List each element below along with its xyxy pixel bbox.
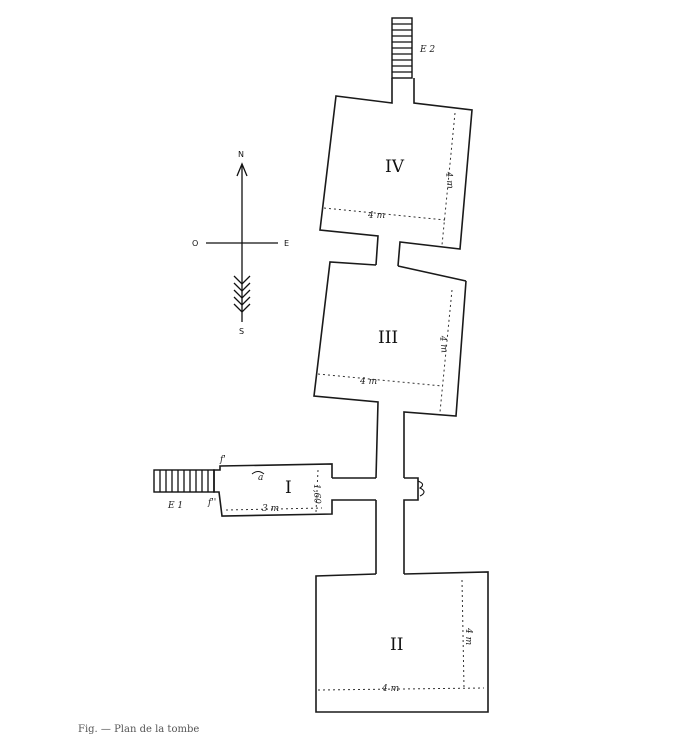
- room-iii-depth-label: 4 m: [437, 334, 449, 353]
- compass-feathers: [233, 275, 251, 313]
- compass-south-label: S: [239, 327, 244, 336]
- central-corridor-wall: [332, 477, 419, 574]
- room-i-label: I: [285, 478, 292, 498]
- west-stair: [153, 469, 215, 493]
- room-ii-width-label: 4 m: [381, 684, 399, 694]
- room-ii-label: II: [390, 635, 403, 655]
- room-i-wall: [213, 463, 376, 517]
- mark-f-upper: f': [219, 455, 226, 465]
- room-iii-label: III: [378, 328, 398, 348]
- room-iii-width-label: 4 m: [359, 377, 377, 387]
- room-iv-label: IV: [385, 157, 405, 177]
- room-i-depth-label: 1,60: [311, 484, 322, 505]
- mark-f-lower: f'': [207, 498, 216, 508]
- room-i-width-label: 3 m: [262, 504, 279, 514]
- east-niche: [417, 480, 425, 497]
- entrance-e2-label: E 2: [419, 45, 435, 55]
- room-ii-depth-label: 4 m: [463, 627, 473, 645]
- compass-east-label: E: [284, 239, 289, 248]
- room-iv-depth-label: 4 m: [443, 170, 455, 189]
- room-ii-wall: [315, 571, 489, 713]
- entrance-e1-label: E 1: [167, 501, 183, 511]
- figure-caption: Fig. — Plan de la tombe: [78, 724, 199, 735]
- compass-north-label: N: [238, 150, 244, 159]
- north-stair: [391, 17, 413, 79]
- room-iii-wall: [313, 261, 467, 479]
- room-iv-width-label: 4 m: [367, 211, 385, 221]
- room-iv-wall: [319, 78, 473, 267]
- compass-rose: [206, 162, 278, 322]
- compass-west-label: O: [192, 239, 198, 248]
- room-i-marker: a: [258, 473, 263, 483]
- room-i-arc: [251, 471, 265, 475]
